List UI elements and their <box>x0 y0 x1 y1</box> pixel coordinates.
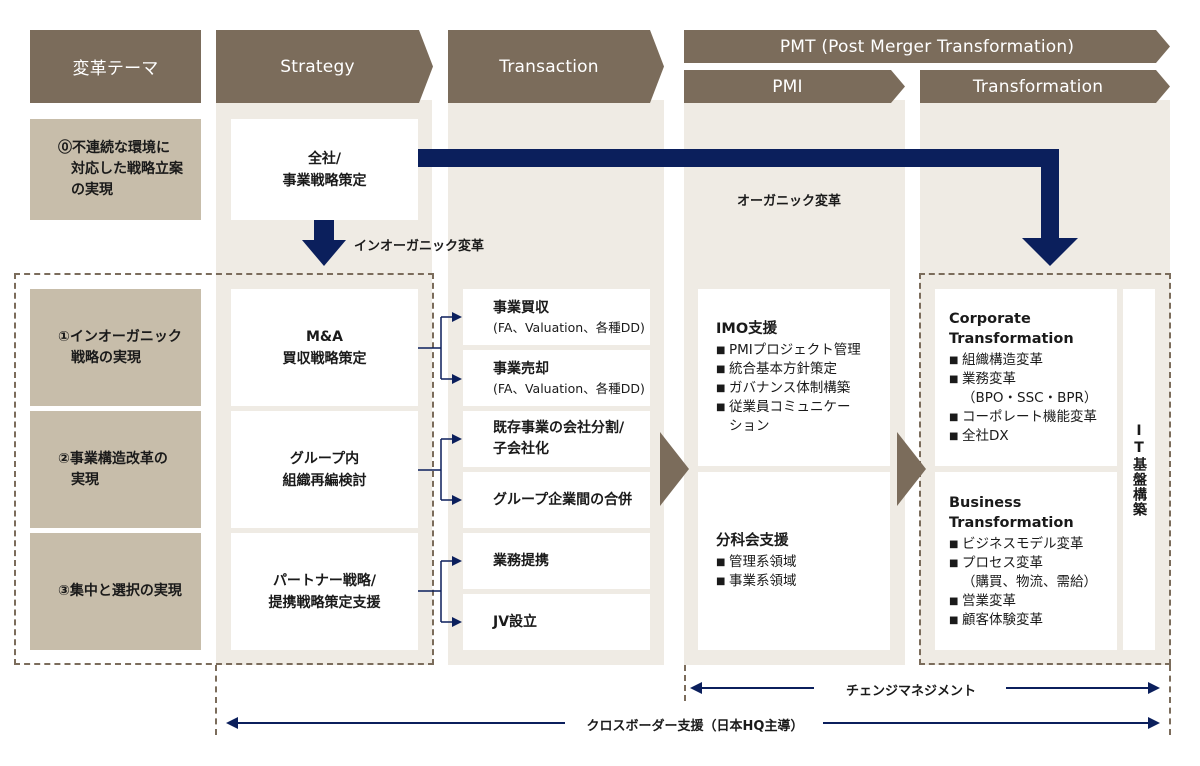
strategy-label-1: M&A 買収戦略策定 <box>282 328 367 367</box>
transformation-box-corporate: Corporate Transformation 組織構造変革 業務変革 （BP… <box>935 289 1117 466</box>
cross-border-label: クロスボーダー支援（日本HQ主導） <box>586 719 804 734</box>
cross-border-head-right <box>1148 717 1160 729</box>
inorganic-label: インオーガニック変革 <box>354 239 485 254</box>
pmi-item: 事業系領域 <box>716 572 890 591</box>
transaction-sub-0: (FA、Valuation、各種DD) <box>493 319 645 335</box>
transformation-item: 営業変革 <box>949 592 1117 611</box>
strategy-box-0: 全社/ 事業戦略策定 <box>231 119 418 220</box>
pmi-title-1: 分科会支援 <box>716 533 789 549</box>
theme-box-2: ②事業構造改革の 実現 <box>30 411 201 528</box>
header-pmi-label: PMI <box>772 76 803 97</box>
transaction-box-3: グループ企業間の合併 <box>463 472 650 528</box>
organic-label: オーガニック変革 <box>737 194 842 209</box>
theme-box-1: ①インオーガニック 戦略の実現 <box>30 289 201 406</box>
transformation-item: コーポレート機能変革 <box>949 408 1117 427</box>
header-pmt-label: PMT (Post Merger Transformation) <box>779 36 1075 57</box>
strategy-box-1: M&A 買収戦略策定 <box>231 289 418 406</box>
theme-label-1: ①インオーガニック 戦略の実現 <box>58 328 182 366</box>
header-transaction: Transaction <box>448 30 664 103</box>
transaction-title-1: 事業売却 <box>493 360 549 377</box>
strategy-label-2: グループ内 組織再編検討 <box>282 450 367 489</box>
header-transaction-label: Transaction <box>499 56 599 77</box>
header-transformation: Transformation <box>920 70 1170 103</box>
strategy-box-3: パートナー戦略/ 提携戦略策定支援 <box>231 533 418 650</box>
pmi-item: PMIプロジェクト管理 <box>716 341 890 360</box>
transaction-box-1: 事業売却 (FA、Valuation、各種DD) <box>463 350 650 406</box>
change-mgmt-label: チェンジマネジメント <box>845 684 976 699</box>
pmi-item: ガバナンス体制構築 <box>716 379 890 398</box>
it-infra-box: IT基盤構築 <box>1123 289 1155 650</box>
transformation-box-business: Business Transformation ビジネスモデル変革 プロセス変革… <box>935 472 1117 650</box>
transformation-item: ビジネスモデル変革 <box>949 535 1117 554</box>
header-strategy: Strategy <box>216 30 433 103</box>
theme-box-0: ⓪不連続な環境に 対応した戦略立案 の実現 <box>30 119 201 220</box>
strategy-column-dashed-extension <box>215 665 217 735</box>
transaction-sub-1: (FA、Valuation、各種DD) <box>493 380 645 396</box>
it-infra-label: IT基盤構築 <box>1131 422 1147 517</box>
transformation-title-0: Corporate Transformation <box>949 311 1074 347</box>
strategy-label-3: パートナー戦略/ 提携戦略策定支援 <box>268 572 381 611</box>
transformation-item: 全社DX <box>949 427 1117 446</box>
header-theme-label: 変革テーマ <box>72 59 159 79</box>
transaction-box-5: JV設立 <box>463 594 650 650</box>
transformation-item: 組織構造変革 <box>949 351 1117 370</box>
pmi-dashed-extension <box>684 665 686 701</box>
header-theme: 変革テーマ <box>30 30 201 103</box>
transformation-group-outline <box>919 273 1171 665</box>
transaction-box-0: 事業買収 (FA、Valuation、各種DD) <box>463 289 650 345</box>
strategy-label-0: 全社/ 事業戦略策定 <box>282 150 367 189</box>
transformation-item: 顧客体験変革 <box>949 611 1117 630</box>
change-mgmt-head-right <box>1148 682 1160 694</box>
pmi-item: 管理系領域 <box>716 553 890 572</box>
header-strategy-label: Strategy <box>280 56 355 77</box>
change-mgmt-head-left <box>690 682 702 694</box>
pmi-title-0: IMO支援 <box>716 321 778 337</box>
theme-label-3: ③集中と選択の実現 <box>58 583 182 599</box>
transaction-title-2: 既存事業の会社分割/ 子会社化 <box>493 420 625 457</box>
transaction-box-2: 既存事業の会社分割/ 子会社化 <box>463 411 650 467</box>
theme-label-2: ②事業構造改革の 実現 <box>58 450 168 488</box>
transaction-title-3: グループ企業間の合併 <box>493 491 633 508</box>
inorganic-group-outline <box>14 273 434 665</box>
pmi-item: 従業員コミュニケー ション <box>716 398 890 436</box>
transaction-title-0: 事業買収 <box>493 299 549 316</box>
pmi-box-imo: IMO支援 PMIプロジェクト管理 統合基本方針策定 ガバナンス体制構築 従業員… <box>698 289 890 466</box>
transformation-title-1: Business Transformation <box>949 494 1074 531</box>
header-transformation-label: Transformation <box>972 76 1104 97</box>
header-pmt: PMT (Post Merger Transformation) <box>684 30 1170 63</box>
transaction-box-4: 業務提携 <box>463 533 650 589</box>
pmi-item: 統合基本方針策定 <box>716 360 890 379</box>
header-pmi: PMI <box>684 70 905 103</box>
transaction-title-4: 業務提携 <box>493 552 549 569</box>
strategy-box-2: グループ内 組織再編検討 <box>231 411 418 528</box>
transaction-title-5: JV設立 <box>493 613 538 630</box>
theme-box-3: ③集中と選択の実現 <box>30 533 201 650</box>
pmi-box-subcommittee: 分科会支援 管理系領域 事業系領域 <box>698 472 890 650</box>
theme-label-0: ⓪不連続な環境に 対応した戦略立案 の実現 <box>58 140 183 198</box>
transformation-item: プロセス変革 （購買、物流、需給） <box>949 554 1117 592</box>
cross-border-head-left <box>226 717 238 729</box>
transformation-item: 業務変革 （BPO・SSC・BPR） <box>949 370 1117 408</box>
transformation-dashed-extension <box>1169 665 1171 735</box>
